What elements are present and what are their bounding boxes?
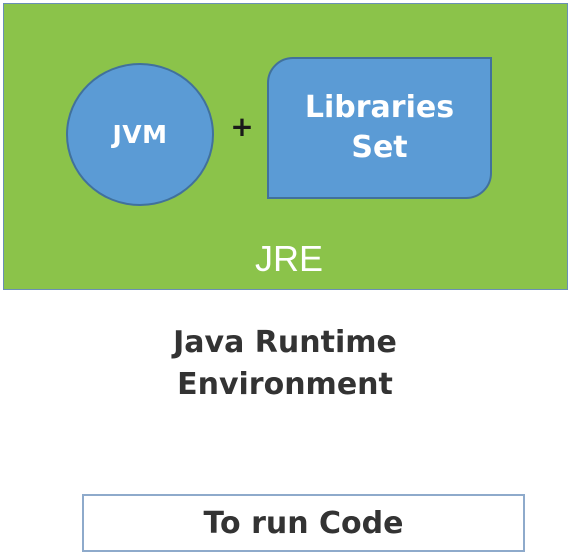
plus-operator: + <box>230 109 254 143</box>
libraries-set-node: Libraries Set <box>267 57 492 199</box>
jre-caption: Java Runtime Environment <box>80 318 490 410</box>
purpose-box: To run Code <box>82 494 525 552</box>
libraries-label-line2: Set <box>351 130 408 165</box>
libraries-label-line1: Libraries <box>304 89 455 125</box>
purpose-label: To run Code <box>203 505 404 541</box>
jvm-label: JVM <box>112 120 168 149</box>
caption-line1: Java Runtime <box>173 325 397 360</box>
jvm-node: JVM <box>66 63 214 206</box>
jre-container-box: JVM + Libraries Set JRE <box>3 3 568 290</box>
caption-line2: Environment <box>177 367 393 402</box>
jre-label: JRE <box>254 238 323 279</box>
